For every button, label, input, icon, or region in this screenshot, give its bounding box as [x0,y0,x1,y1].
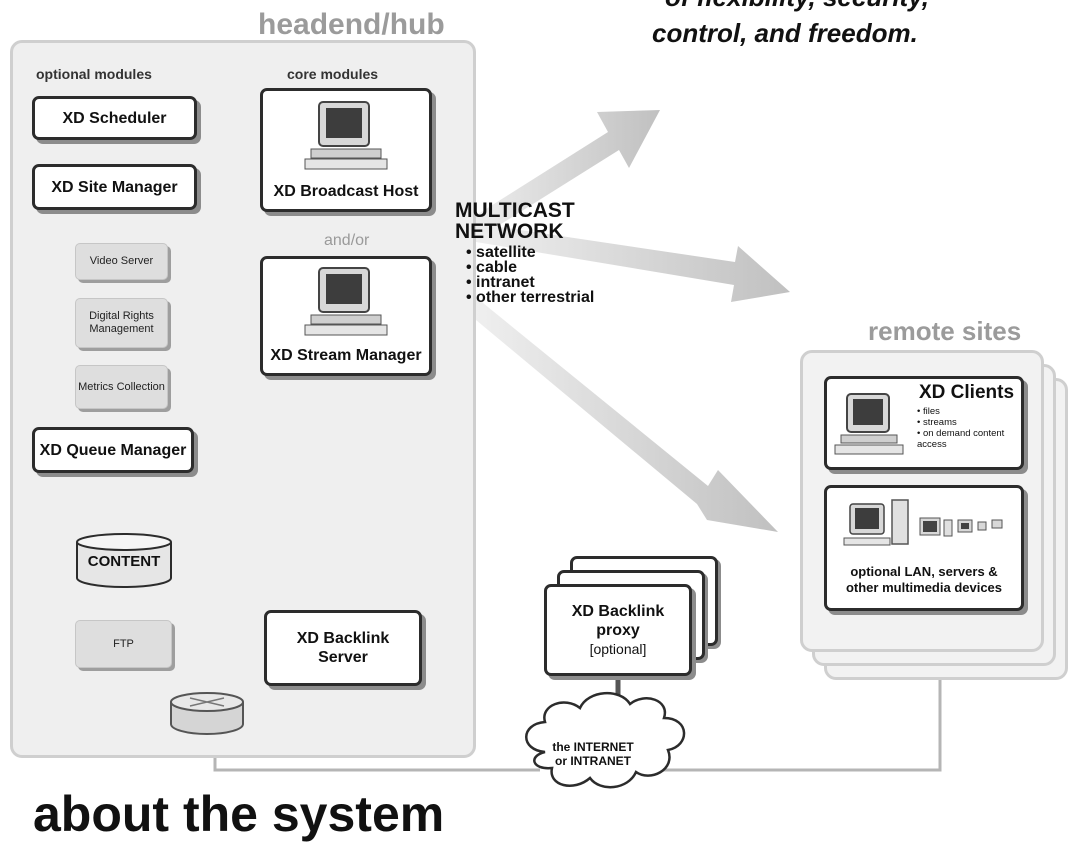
drm-box: Digital Rights Management [75,298,168,348]
optional-modules-header: optional modules [36,66,152,82]
network-type-item: intranet [466,275,594,291]
headend-to-cloud-line [213,752,540,772]
xd-queue-manager-box: XD Queue Manager [32,427,194,473]
computer-icon [834,393,904,455]
xd-stream-manager-label: XD Stream Manager [270,347,422,364]
router-icon [170,692,244,735]
clients-item: streams [917,417,1021,428]
video-server-box: Video Server [75,243,168,280]
optional-lan-label: optional LAN, servers & other multimedia… [845,564,1003,595]
cloud-to-remote-line [652,660,942,772]
tagline-line1: of flexibility, security, [665,0,929,13]
xd-backlink-server-box: XD Backlink Server [264,610,422,686]
internet-cloud-shape [525,691,686,789]
core-modules-header: core modules [287,66,379,82]
optional-lan-box: optional LAN, servers & other multimedia… [824,485,1024,611]
internet-cloud-label: the INTERNET or INTRANET [533,740,653,768]
multicast-title-line1: MULTICAST [455,199,575,222]
metrics-collection-box: Metrics Collection [75,365,168,409]
computer-icon [304,101,388,170]
network-type-item: other terrestrial [466,290,594,306]
headend-title: headend/hub [258,8,445,41]
xd-clients-title: XD Clients [919,382,1015,403]
backlink-proxy-line1: XD Backlink [571,602,665,620]
network-types-list: satellite cable intranet other terrestri… [466,245,594,306]
tagline-line2: control, and freedom. [652,18,918,48]
xd-scheduler-box: XD Scheduler [32,96,197,140]
xd-clients-box: XD Clients files streams on demand conte… [824,376,1024,470]
xd-broadcast-host-box: XD Broadcast Host [260,88,432,212]
about-system-heading: about the system [33,786,445,842]
and-or-label: and/or [324,232,370,249]
multicast-arrow-down [440,268,778,532]
content-database-icon [76,533,172,588]
xd-backlink-server-label: XD Backlink Server [296,630,390,666]
multicast-arrow-up [440,110,660,256]
xd-site-manager-box: XD Site Manager [32,164,197,210]
ftp-box: FTP [75,620,172,668]
network-type-item: cable [466,260,594,276]
multicast-network-title: MULTICAST NETWORK [455,200,575,242]
computer-icon [304,267,388,336]
backlink-proxy-line2: proxy [596,621,640,639]
multicast-title-line2: NETWORK [455,220,564,243]
clients-item: on demand content access [917,428,1021,450]
remote-sites-title: remote sites [868,316,1022,346]
devices-icon [843,499,1003,546]
network-type-item: satellite [466,245,594,261]
xd-broadcast-host-label: XD Broadcast Host [273,183,419,200]
clients-item: files [917,406,1021,417]
cloud-line2: or INTRANET [555,754,631,768]
xd-clients-list: files streams on demand content access [917,406,1021,450]
cloud-line1: the INTERNET [552,740,634,754]
content-label: CONTENT [87,553,161,570]
multicast-arrow-middle [440,218,790,302]
xd-stream-manager-box: XD Stream Manager [260,256,432,376]
backlink-proxy-box: XD Backlink proxy [optional] [544,584,692,676]
backlink-proxy-line3: [optional] [589,640,647,657]
